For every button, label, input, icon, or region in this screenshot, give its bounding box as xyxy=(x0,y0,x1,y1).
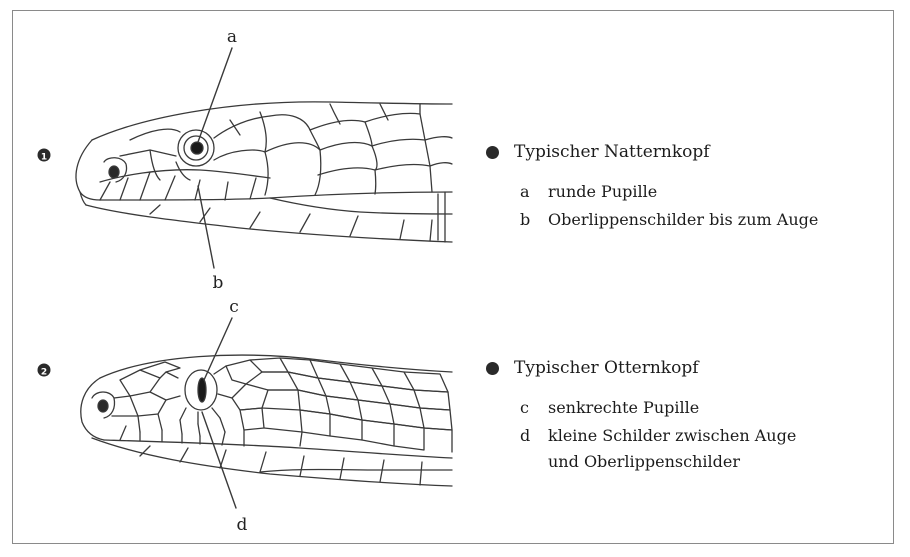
bullet-1-right xyxy=(486,146,499,159)
svg-text:1: 1 xyxy=(41,153,47,163)
viper-head-illustration xyxy=(81,355,452,486)
legend-1-title: Typischer Natternkopf xyxy=(514,142,710,162)
label-c: c xyxy=(229,297,239,317)
bullet-2-right xyxy=(486,362,499,375)
svg-text:2: 2 xyxy=(41,368,47,378)
label-b: b xyxy=(213,273,224,293)
label-a: a xyxy=(227,27,237,47)
legend-2-title: Typischer Otternkopf xyxy=(514,358,699,378)
label-d: d xyxy=(237,515,248,535)
colubrid-head-illustration xyxy=(76,102,452,242)
legend-2-item-d-cont: und Oberlippenschilder xyxy=(548,452,740,471)
